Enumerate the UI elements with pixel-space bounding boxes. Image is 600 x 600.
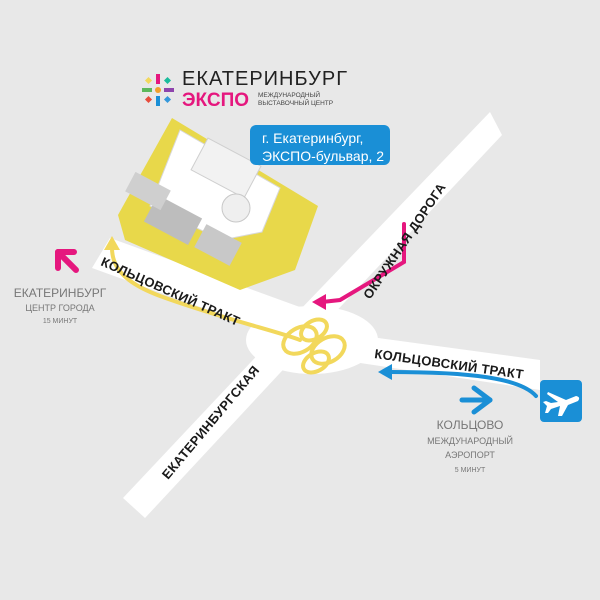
logo-subtitle: ЭКСПО [182,90,250,111]
magenta-route [312,222,406,310]
destination-airport: КОЛЬЦОВО МЕЖДУНАРОДНЫЙ АЭРОПОРТ 5 МИНУТ [427,418,513,474]
airplane-icon [540,380,582,422]
destination-airport-time: 5 МИНУТ [455,467,486,474]
destination-airport-name: КОЛЬЦОВО [437,418,504,432]
venue-hall [190,137,262,199]
blue-route [378,364,538,398]
venue [118,118,318,290]
interchange-loop-1 [281,324,319,356]
interchange-loop-2 [309,334,347,366]
magenta-route-path [320,222,406,304]
destination-city-name: ЕКАТЕРИНБУРГ [14,286,107,300]
logo-tagline: МЕЖДУНАРОДНЫЙ ВЫСТАВОЧНЫЙ ЦЕНТР [258,92,334,107]
yellow-route-path [110,246,302,342]
yellow-route-arrowhead [104,236,120,250]
address-line-2: ЭКСПО-бульвар, 2 [262,148,385,164]
yellow-route [104,236,347,375]
blue-route-arrowhead [378,364,392,380]
venue-parking-3 [125,171,171,211]
venue-parking-2 [194,224,242,266]
logo: ЕКАТЕРИНБУРГ ЭКСПО МЕЖДУНАРОДНЫЙ ВЫСТАВО… [138,68,347,114]
address-callout: г. Екатеринбург, ЭКСПО-бульвар, 2 [250,125,390,165]
destination-city-time: 15 МИНУТ [43,318,78,325]
destination-city-detail: ЦЕНТР ГОРОДА [25,303,94,313]
arrow-right-icon [459,385,493,415]
arrow-up-left-icon [55,249,79,273]
logo-title: ЕКАТЕРИНБУРГ [182,68,349,90]
destination-airport-detail1: МЕЖДУНАРОДНЫЙ [427,435,513,446]
destination-city: ЕКАТЕРИНБУРГ ЦЕНТР ГОРОДА 15 МИНУТ [14,286,107,325]
venue-dome [221,193,251,223]
destination-airport-detail2: АЭРОПОРТ [445,450,495,460]
logo-icon [142,74,174,106]
interchange-loop-3 [299,317,329,343]
magenta-route-arrowhead [312,294,326,310]
interchange-loop-4 [301,349,331,375]
address-line-1: г. Екатеринбург, [262,130,364,146]
blue-route-path [388,370,538,398]
roads [92,112,540,518]
road-okruzhnaya [298,112,502,320]
